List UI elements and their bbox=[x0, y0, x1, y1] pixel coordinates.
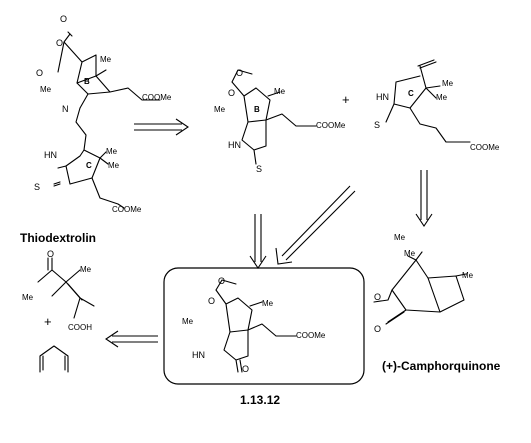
butadiene-structure bbox=[39, 345, 69, 373]
retro-arrow-4 bbox=[275, 185, 356, 265]
atom-label-o: O bbox=[36, 68, 43, 78]
methyl-label: Me bbox=[108, 161, 120, 170]
compound-number-label: 1.13.12 bbox=[240, 393, 280, 407]
methylene-thiolactam-structure: HN C Me Me S COOMe bbox=[374, 59, 500, 152]
ring-label-b: B bbox=[254, 105, 260, 114]
methyl-label: Me bbox=[182, 317, 194, 326]
ring-label-c: C bbox=[408, 89, 414, 98]
atom-label-o: O bbox=[47, 249, 54, 259]
methyl-label: Me bbox=[106, 147, 118, 156]
methyl-label: Me bbox=[394, 233, 406, 242]
camphorquinone-structure: Me Me Me O O bbox=[373, 233, 474, 334]
plus-sign: + bbox=[342, 92, 350, 107]
ester-label: COOMe bbox=[316, 121, 346, 130]
atom-label-o: O bbox=[56, 38, 63, 48]
methyl-label: Me bbox=[40, 85, 52, 94]
ring-label-c: C bbox=[86, 161, 92, 170]
methyl-label: Me bbox=[436, 93, 448, 102]
atom-label-o: O bbox=[228, 88, 235, 98]
atom-label-o: O bbox=[60, 14, 67, 24]
atom-label-hn: HN bbox=[192, 350, 205, 360]
methyl-label: Me bbox=[214, 105, 226, 114]
methyl-label: Me bbox=[100, 55, 112, 64]
plus-sign: + bbox=[44, 314, 52, 329]
thiodextrolin-structure: O O O Me Me N B COOMe HN C Me Me S COOMe bbox=[34, 14, 172, 214]
ester-label: COOMe bbox=[296, 331, 326, 340]
keto-acid-structure: O Me Me COOH bbox=[22, 249, 95, 332]
methyl-label: Me bbox=[262, 299, 274, 308]
methyl-label: Me bbox=[274, 87, 286, 96]
thiodextrolin-label: Thiodextrolin bbox=[20, 231, 96, 245]
methyl-label: Me bbox=[442, 79, 454, 88]
ester-label: COOMe bbox=[142, 93, 172, 102]
atom-label-o: O bbox=[236, 68, 243, 78]
ester-label: COOMe bbox=[112, 205, 142, 214]
atom-label-n: N bbox=[62, 104, 69, 114]
atom-label-o: O bbox=[374, 292, 381, 302]
methyl-label: Me bbox=[462, 271, 474, 280]
methyl-label: Me bbox=[80, 265, 92, 274]
retro-arrow-2 bbox=[415, 170, 433, 227]
ring-label-b: B bbox=[84, 77, 90, 86]
atom-label-hn: HN bbox=[376, 92, 389, 102]
camphorquinone-label: (+)-Camphorquinone bbox=[382, 359, 501, 373]
atom-label-o: O bbox=[208, 296, 215, 306]
atom-label-s: S bbox=[374, 120, 380, 130]
methyl-label: Me bbox=[404, 249, 416, 258]
atom-label-s: S bbox=[256, 164, 262, 174]
atom-label-hn: HN bbox=[228, 140, 241, 150]
compound-1-13-12-box: O O Me Me HN O COOMe bbox=[163, 267, 365, 385]
retro-arrow-5 bbox=[105, 330, 158, 348]
bicyclic-thiolactam-structure: O O Me Me B HN S COOMe bbox=[214, 68, 346, 174]
retro-arrow-1 bbox=[134, 118, 189, 136]
retro-arrow-3 bbox=[249, 214, 267, 269]
atom-label-o: O bbox=[218, 276, 225, 286]
ester-label: COOMe bbox=[470, 143, 500, 152]
atom-label-o: O bbox=[242, 364, 249, 374]
methyl-label: Me bbox=[22, 293, 34, 302]
atom-label-s: S bbox=[34, 182, 40, 192]
atom-label-hn: HN bbox=[44, 150, 57, 160]
atom-label-o: O bbox=[374, 324, 381, 334]
acid-label: COOH bbox=[68, 323, 92, 332]
